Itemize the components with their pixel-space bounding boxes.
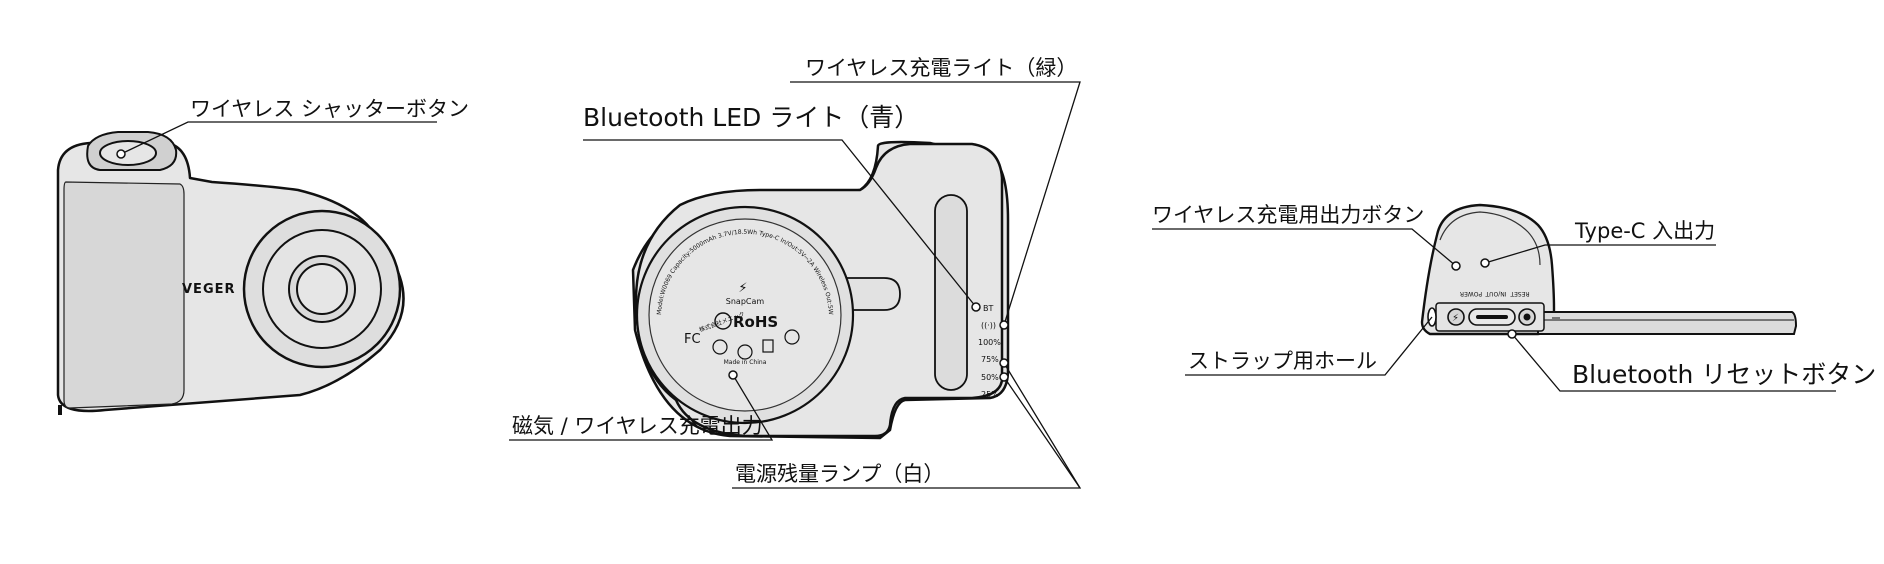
typec-dot: [1480, 258, 1490, 268]
power-bolt-icon: ⚡: [1452, 313, 1459, 324]
reset-button-inner: [1523, 313, 1531, 321]
certification-icons: FC: [684, 329, 800, 360]
left-grip-panel: [63, 181, 185, 409]
type-c-port-inner: [1476, 315, 1508, 319]
back-side-grip: [934, 194, 968, 391]
right-device-body: [1420, 203, 1556, 336]
wireless-light-dot: [999, 320, 1009, 330]
callout-power-button: ワイヤレス充電用出力ボタン: [1152, 203, 1424, 227]
indicator-bt: BT: [983, 304, 993, 313]
shutter-leader-line: [120, 121, 437, 155]
brand-logo: VEGER: [182, 282, 236, 297]
battery-cert-icon: [737, 344, 753, 360]
disc-made-in: Made in China: [724, 359, 767, 366]
disc-rohs: RoHS: [733, 313, 778, 331]
callout-shutter-label: ワイヤレス シャッターボタン: [190, 97, 469, 121]
pse-icon: [712, 339, 728, 355]
callout-battery-lamp: 電源残量ランプ（白）: [735, 462, 944, 486]
disc-bolt-icon: ⚡: [738, 281, 747, 296]
disc-logo-text: SnapCam: [726, 297, 765, 306]
right-device-side-view: POWER IN/OUT RESET ⚡ ワイヤレス充電用出力ボタン Type-…: [1152, 203, 1876, 392]
callout-magnet: 磁気 / ワイヤレス充電出力: [512, 414, 763, 438]
ce-icon: [784, 329, 800, 345]
shutter-callout-dot: [116, 149, 126, 159]
label-inout: IN/OUT: [1485, 290, 1506, 297]
fcc-icon: FC: [684, 332, 701, 347]
right-base-plate: [1537, 311, 1798, 335]
lens-center: [296, 263, 348, 315]
indicator-25: 25%: [981, 390, 999, 399]
left-device-front-view: VEGER ワイヤレス シャッターボタン: [56, 97, 469, 415]
indicator-wireless-icon: ((·)): [981, 321, 996, 330]
callout-strap: ストラップ用ホール: [1188, 349, 1377, 373]
power-button-leader: [1152, 228, 1457, 267]
callout-reset: Bluetooth リセットボタン: [1572, 360, 1876, 389]
wireless-light-leader: [790, 81, 1081, 326]
recycle-icon: [714, 312, 732, 330]
power-button-dot: [1451, 261, 1461, 271]
indicator-50: 50%: [981, 373, 999, 382]
callout-wireless-light: ワイヤレス充電ライト（緑）: [805, 56, 1077, 80]
battery-lamp-dot-b: [999, 372, 1009, 382]
weee-icon: [762, 339, 774, 353]
shutter-button[interactable]: [99, 140, 157, 166]
battery-lamp-leader-b: [1003, 376, 1081, 489]
middle-device-back-view: Model:W0069 Capacity:5000mAh 3.7V/18.5Wh…: [509, 56, 1082, 489]
indicator-100: 100%: [978, 338, 1001, 347]
magnet-dot: [728, 370, 738, 380]
indicator-75: 75%: [981, 355, 999, 364]
strap-slot: [58, 405, 62, 415]
magnetic-disc-inner: [648, 218, 842, 412]
strap-leader: [1185, 316, 1433, 376]
magnet-leader: [509, 374, 774, 441]
callout-typec: Type-C 入出力: [1574, 219, 1715, 243]
reset-leader: [1511, 333, 1836, 392]
bt-led-leader: [583, 139, 977, 308]
callout-bt-led: Bluetooth LED ライト（青）: [583, 103, 919, 132]
typec-leader: [1484, 244, 1716, 264]
bt-led-dot: [971, 302, 981, 312]
battery-lamp-dot-a: [999, 358, 1009, 368]
reset-dot: [1507, 329, 1517, 339]
label-power: POWER: [1460, 290, 1482, 297]
power-button[interactable]: [1447, 308, 1465, 326]
label-reset: RESET: [1510, 290, 1530, 297]
